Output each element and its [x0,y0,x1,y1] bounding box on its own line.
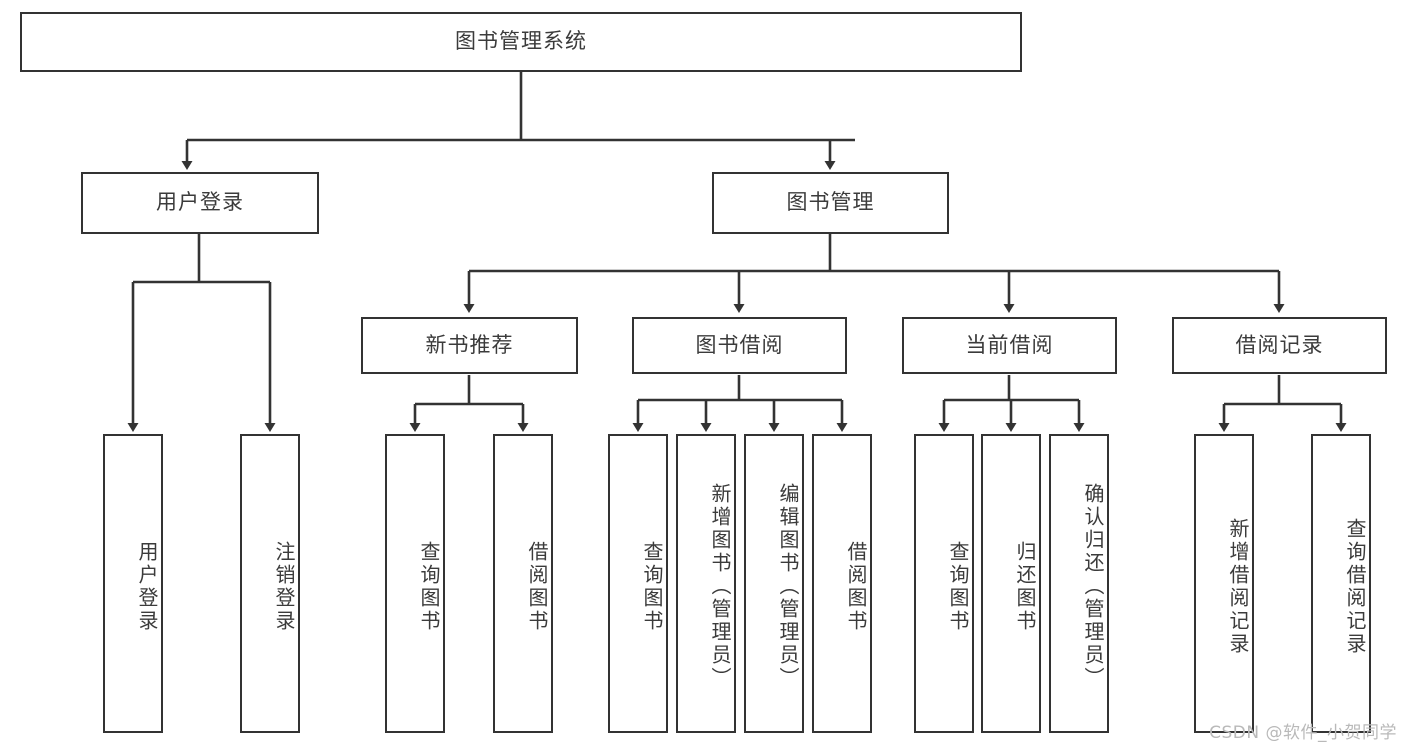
node-leaf-query-book-3[interactable]: 查询图书 [914,434,974,733]
node-leaf-logout-login[interactable]: 注销登录 [240,434,300,733]
node-leaf-query-borrow-record[interactable]: 查询借阅记录 [1311,434,1371,733]
node-book-borrow[interactable]: 图书借阅 [632,317,847,374]
node-leaf-query-book-2-label: 查询图书 [640,540,664,633]
node-current-borrow-label: 当前借阅 [965,332,1054,357]
node-leaf-user-login[interactable]: 用户登录 [103,434,163,733]
node-leaf-query-book-3-label: 查询图书 [946,540,970,633]
node-leaf-add-book-admin[interactable]: 新增图书（管理员） [676,434,736,733]
node-leaf-query-borrow-record-label: 查询借阅记录 [1343,517,1367,656]
node-leaf-query-book-1[interactable]: 查询图书 [385,434,445,733]
node-new-book-recommend[interactable]: 新书推荐 [361,317,578,374]
node-leaf-edit-book-admin[interactable]: 编辑图书（管理员） [744,434,804,733]
node-root-label: 图书管理系统 [455,29,587,54]
node-leaf-add-borrow-record[interactable]: 新增借阅记录 [1194,434,1254,733]
watermark-text: CSDN @软件_小贺同学 [1209,723,1397,743]
node-leaf-confirm-return-admin[interactable]: 确认归还（管理员） [1049,434,1109,733]
node-leaf-query-book-2[interactable]: 查询图书 [608,434,668,733]
node-root[interactable]: 图书管理系统 [20,12,1022,72]
node-leaf-return-book-label: 归还图书 [1013,540,1037,633]
node-leaf-confirm-return-admin-label: 确认归还（管理员） [1081,483,1105,690]
node-leaf-borrow-book-1[interactable]: 借阅图书 [493,434,553,733]
node-current-borrow[interactable]: 当前借阅 [902,317,1117,374]
node-leaf-query-book-1-label: 查询图书 [417,540,441,633]
node-book-borrow-label: 图书借阅 [695,332,784,357]
node-leaf-return-book[interactable]: 归还图书 [981,434,1041,733]
node-leaf-borrow-book-2-label: 借阅图书 [844,540,868,633]
node-user-login[interactable]: 用户登录 [81,172,319,234]
node-leaf-borrow-book-1-label: 借阅图书 [525,540,549,633]
node-leaf-edit-book-admin-label: 编辑图书（管理员） [776,483,800,690]
node-leaf-add-borrow-record-label: 新增借阅记录 [1226,517,1250,656]
node-leaf-borrow-book-2[interactable]: 借阅图书 [812,434,872,733]
node-user-login-label: 用户登录 [156,190,244,215]
node-book-management-label: 图书管理 [786,190,875,215]
node-borrow-record-label: 借阅记录 [1235,332,1324,357]
node-leaf-user-login-label: 用户登录 [135,540,159,633]
node-borrow-record[interactable]: 借阅记录 [1172,317,1387,374]
node-leaf-add-book-admin-label: 新增图书（管理员） [708,483,732,690]
node-new-book-recommend-label: 新书推荐 [425,332,514,357]
node-book-management[interactable]: 图书管理 [712,172,949,234]
node-leaf-logout-login-label: 注销登录 [272,540,296,633]
